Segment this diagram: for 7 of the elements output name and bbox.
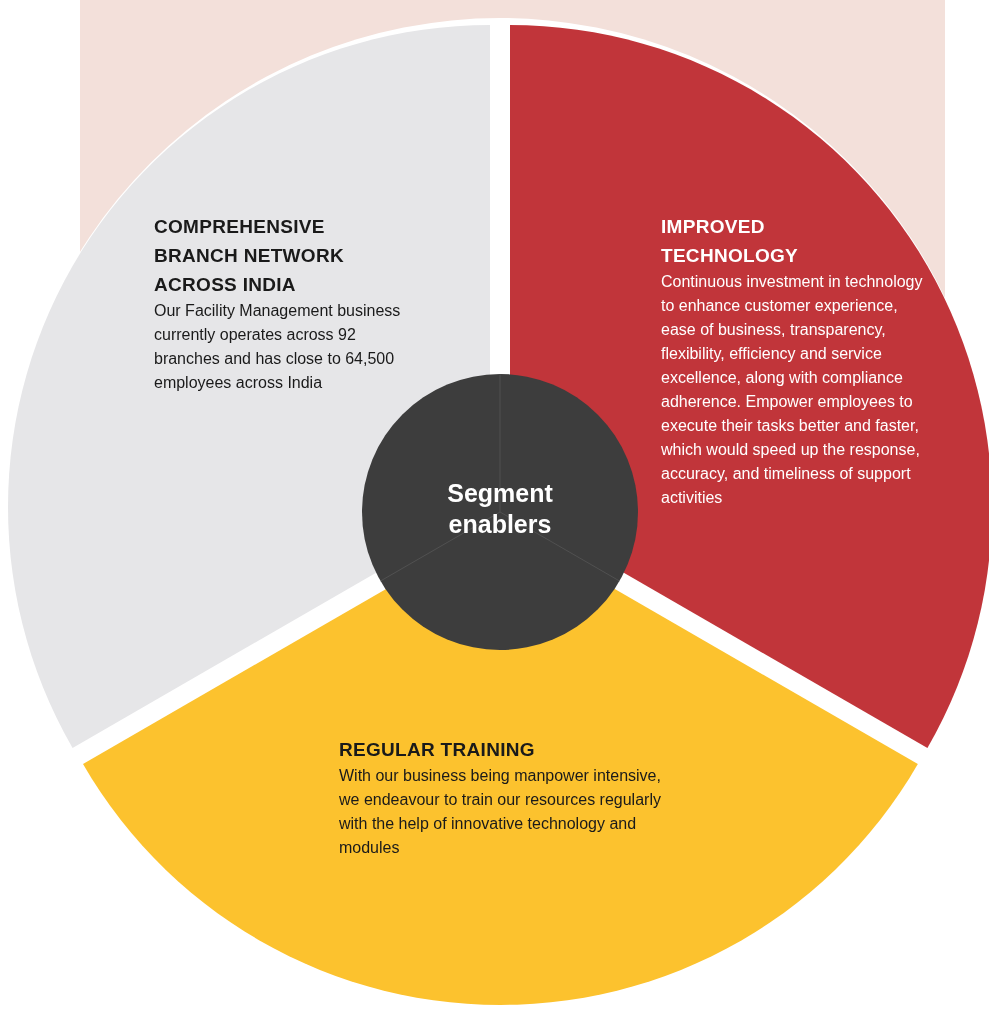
center-title: Segment enablers [446,478,554,540]
sector-heading: IMPROVED TECHNOLOGY [661,215,800,268]
sector-description: Continuous investment in technology to enhance customer experience, ease of business, transparency, flexibility, efficiency and service excellence, along with compliance adherence. Empower employees to execute their tasks better and faster, which would speed up the response, accuracy, and timeliness of support activities [661,272,923,508]
sector-heading: REGULAR TRAINING [339,738,536,762]
sector-heading: COMPREHENSIVE BRANCH NETWORK ACROSS INDIA [154,215,345,297]
sector-description: With our business being manpower intensive, we endeavour to train our resources regularly with the help of innovative technology and modules [339,766,662,858]
sector-description: Our Facility Management business currently operates across 92 branches and has close to 64,500 employees across India [154,301,402,393]
